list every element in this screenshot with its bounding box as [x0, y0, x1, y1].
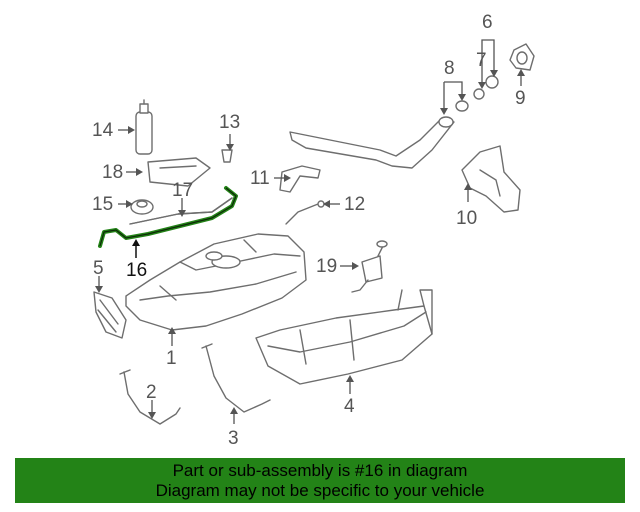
- parts-diagram: 1 2 3 4 5 6 7 8 9 10 11 12 13 14 15 16 1…: [92, 12, 535, 449]
- part-7-clip: [473, 88, 485, 100]
- part-5-protector: [93, 291, 127, 339]
- callout-3: 3: [228, 428, 239, 449]
- callout-4: 4: [344, 396, 355, 417]
- part-19-sender-gauge: [351, 240, 388, 293]
- part-11-hose: [279, 165, 321, 193]
- callout-5: 5: [93, 258, 104, 279]
- callout-15: 15: [92, 194, 113, 215]
- callout-2: 2: [146, 382, 157, 403]
- banner-line-part-note: Part or sub-assembly is #16 in diagram: [172, 461, 468, 480]
- callout-1: 1: [166, 348, 177, 369]
- callout-9: 9: [515, 88, 526, 109]
- part-1-fuel-tank: [125, 233, 307, 331]
- part-8-gasket: [455, 100, 469, 112]
- filler-pipe: [289, 116, 455, 169]
- part-9-gasket: [509, 43, 535, 71]
- callout-19: 19: [316, 256, 337, 277]
- leader-16-highlighted: [132, 239, 140, 258]
- part-18-bracket: [147, 157, 211, 187]
- callout-6: 6: [482, 12, 493, 33]
- part-6-fuel-cap: [485, 75, 499, 89]
- callout-16: 16: [126, 260, 147, 281]
- callout-10: 10: [456, 208, 477, 229]
- part-13-clip: [221, 149, 233, 163]
- part-10-filler-housing: [461, 145, 521, 213]
- callout-8: 8: [444, 58, 455, 79]
- callout-13: 13: [219, 112, 240, 133]
- callout-18: 18: [102, 162, 123, 183]
- callout-labels: 1 2 3 4 5 6 7 8 9 10 11 12 13 14 15 16 1…: [92, 12, 526, 449]
- info-banner: Part or sub-assembly is #16 in diagram D…: [15, 458, 625, 503]
- callout-7: 7: [476, 50, 487, 71]
- callout-11: 11: [250, 168, 270, 189]
- callout-12: 12: [344, 194, 365, 215]
- part-12-hose: [285, 200, 325, 225]
- part-15-filter: [130, 199, 154, 215]
- banner-line-disclaimer: Diagram may not be specific to your vehi…: [155, 481, 485, 500]
- part-17-hose: [129, 197, 233, 225]
- part-2-strap: [119, 369, 181, 425]
- leader-lines: [95, 39, 525, 424]
- part-3-strap: [201, 343, 271, 413]
- part-14-fuel-pump: [135, 99, 153, 155]
- callout-14: 14: [92, 120, 114, 141]
- part-4-skid-plate: [255, 289, 433, 385]
- part-16-fuel-tube: [98, 186, 238, 248]
- callout-17: 17: [172, 180, 193, 201]
